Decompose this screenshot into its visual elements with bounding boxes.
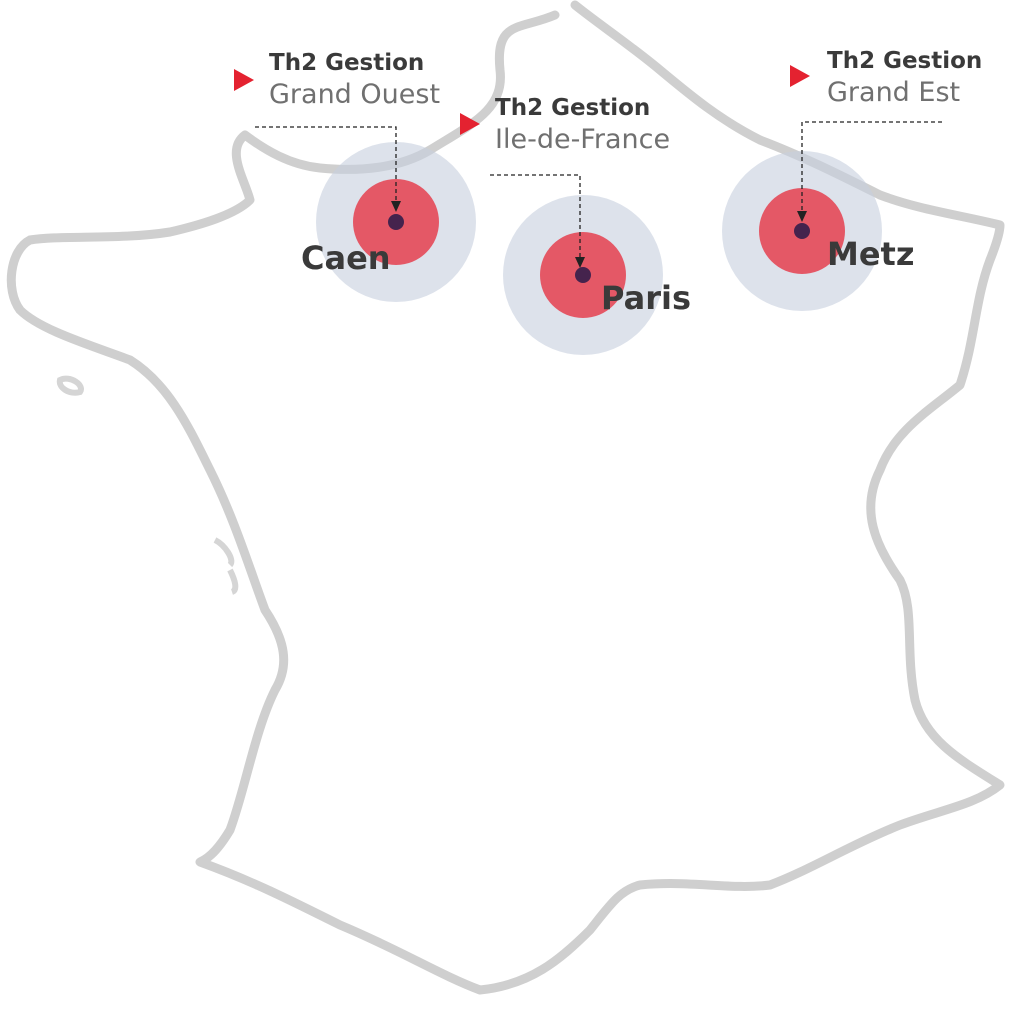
brand-name: Th2 Gestion	[269, 50, 425, 76]
brand-name: Th2 Gestion	[827, 48, 983, 74]
marker-caen[interactable]	[316, 142, 476, 302]
leader-line-paris	[490, 174, 581, 258]
city-label-caen: Caen	[301, 239, 391, 277]
france-outline	[6, 0, 1005, 995]
region-name: Grand Est	[827, 77, 961, 108]
arrowhead-caen	[391, 201, 401, 212]
office-label-ile-de-france[interactable]: Th2 Gestion Ile-de-France	[495, 95, 671, 155]
brand-name: Th2 Gestion	[495, 95, 651, 121]
office-label-grand-est[interactable]: Th2 Gestion Grand Est	[827, 48, 983, 108]
region-name: Ile-de-France	[495, 124, 671, 155]
pointer-triangle-icon	[460, 113, 480, 135]
leader-line-metz	[801, 121, 942, 212]
marker-metz[interactable]	[722, 151, 882, 311]
region-name: Grand Ouest	[269, 79, 441, 110]
city-label-paris: Paris	[601, 279, 691, 317]
leader-line-caen	[255, 126, 397, 204]
city-label-metz: Metz	[827, 235, 915, 273]
arrowhead-paris	[575, 257, 585, 268]
pointer-triangle-icon	[234, 69, 254, 91]
coast-detail	[56, 375, 239, 595]
pointer-triangle-icon	[790, 65, 810, 87]
arrowhead-metz	[797, 211, 807, 222]
office-label-grand-ouest[interactable]: Th2 Gestion Grand Ouest	[269, 50, 441, 110]
marker-paris[interactable]	[503, 195, 663, 355]
